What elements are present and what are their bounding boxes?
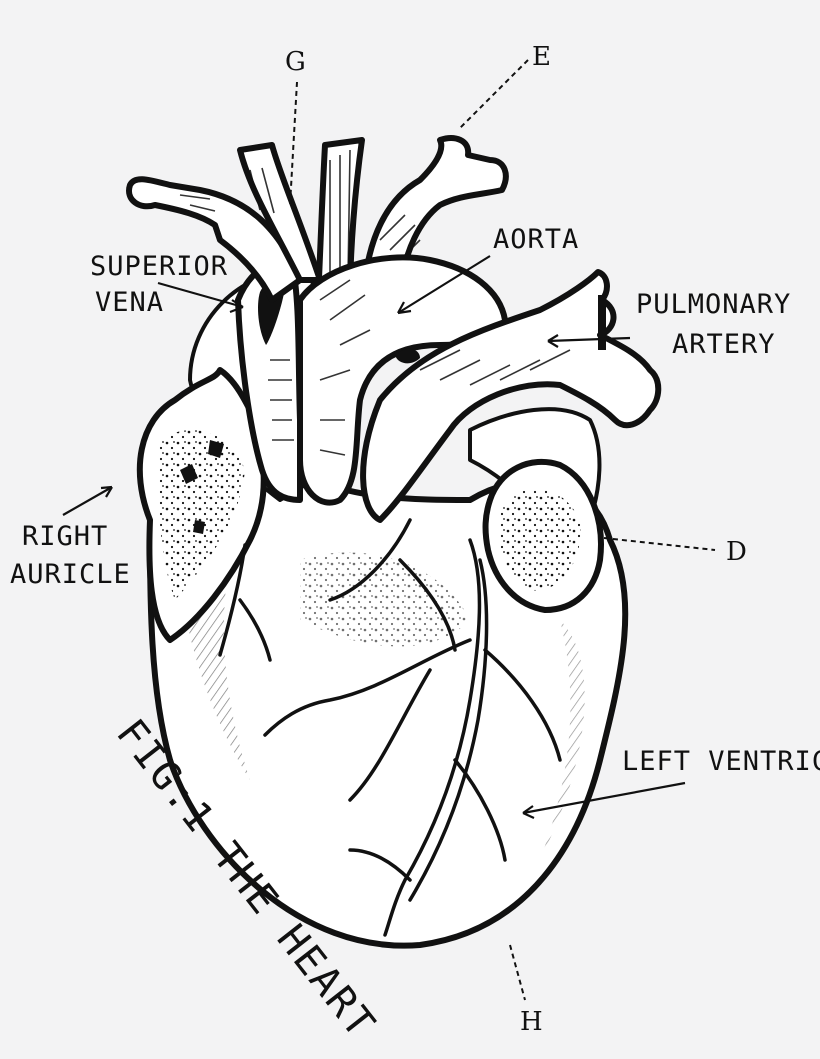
leader-e bbox=[457, 59, 529, 131]
label-h: H bbox=[520, 1007, 543, 1037]
heart-illustration bbox=[126, 135, 662, 949]
label-pulmonary-artery-line2: ARTERY bbox=[672, 329, 776, 360]
label-aorta: AORTA bbox=[493, 224, 579, 255]
arrow-left-ventricle bbox=[522, 781, 686, 820]
aortic-arch bbox=[297, 254, 508, 506]
right-top-vessel bbox=[362, 135, 509, 293]
brachiocephalic-vessel bbox=[126, 176, 303, 303]
pulmonary-artery bbox=[360, 269, 662, 523]
leader-lines bbox=[62, 59, 716, 1001]
arrow-right-auricle bbox=[62, 485, 113, 516]
body-hatching-right bbox=[540, 620, 585, 860]
leader-g bbox=[289, 81, 298, 206]
arrow-superior-vena bbox=[157, 281, 244, 314]
label-e: E bbox=[532, 42, 551, 72]
label-superior-vena-line2: VENA bbox=[95, 287, 164, 318]
leader-d bbox=[603, 537, 716, 551]
left-top-vessel bbox=[237, 142, 323, 283]
label-left-ventricle: LEFT VENTRICLE bbox=[622, 746, 820, 777]
label-d: D bbox=[726, 537, 747, 567]
label-right-auricle-line2: AURICLE bbox=[10, 559, 131, 590]
label-pulmonary-artery-line1: PULMONARY bbox=[636, 289, 791, 320]
label-superior-vena-line1: SUPERIOR bbox=[90, 251, 228, 282]
leader-h bbox=[509, 944, 526, 1001]
coronary-vessels bbox=[218, 518, 562, 937]
label-g: G bbox=[285, 47, 306, 77]
arrow-aorta bbox=[397, 255, 491, 315]
arrow-pulmonary-artery bbox=[547, 334, 631, 348]
label-right-auricle-line1: RIGHT bbox=[22, 521, 108, 552]
